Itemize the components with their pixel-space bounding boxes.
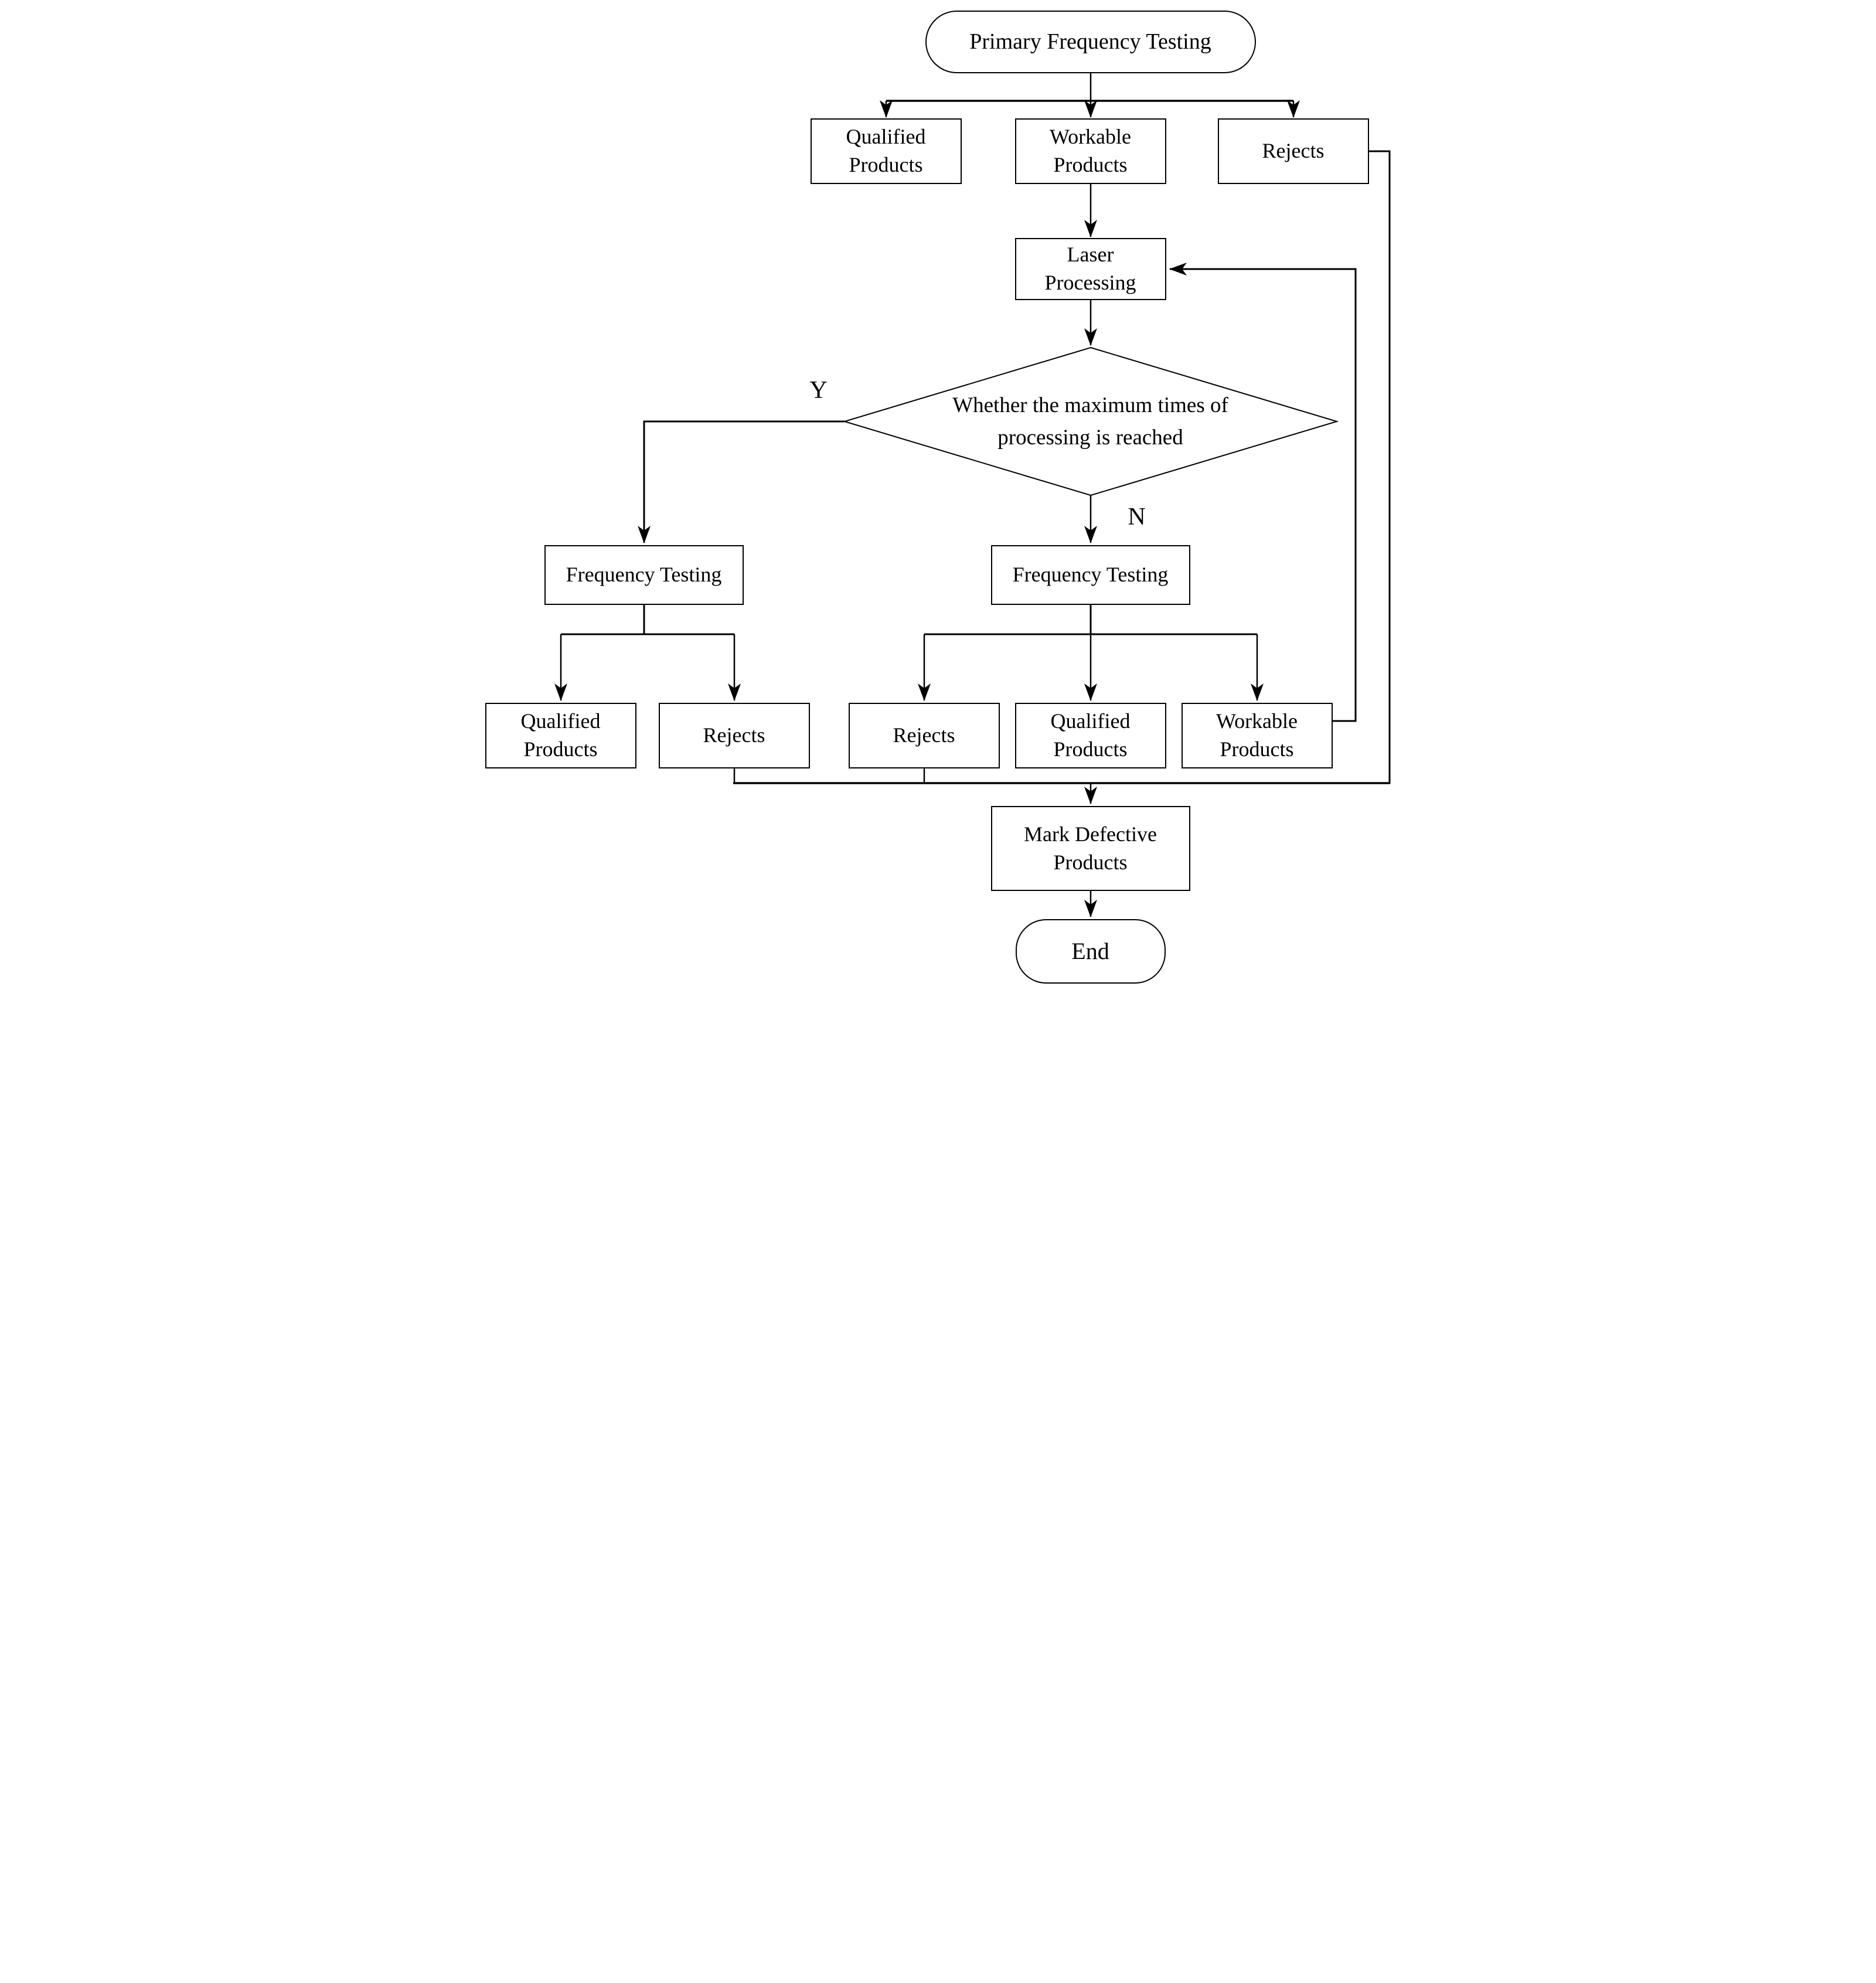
branch-label-yes: Y [795,373,842,408]
branch-label-no: N [1112,499,1162,535]
node-rejects-top: Rejects [1217,118,1369,184]
node-mark-defective-products: Mark Defective Products [990,806,1190,891]
node-workable-products-top: Workable Products [1014,118,1166,184]
node-rejects-left-label: Rejects [703,723,765,747]
node-frequency-testing-left-label: Frequency Testing [566,563,722,587]
node-qualified-products-top-label: Qualified Products [846,125,926,176]
node-workable-products-bottom-label: Workable Products [1216,709,1298,761]
branch-label-no-text: N [1128,504,1146,530]
connector-layer [554,73,1390,917]
node-workable-products-bottom: Workable Products [1181,703,1333,768]
node-qualified-products-right: Qualified Products [1014,703,1166,768]
edge-decision-yes-to-freq-left [637,420,845,543]
node-end: End [1015,919,1166,984]
branch-label-yes-text: Y [809,377,828,404]
node-primary-frequency-testing-label: Primary Frequency Testing [969,29,1211,55]
node-qualified-products-left: Qualified Products [485,703,636,768]
node-rejects-left: Rejects [658,703,810,768]
node-end-label: End [1071,937,1109,964]
node-qualified-products-left-label: Qualified Products [520,709,601,761]
node-qualified-products-right-label: Qualified Products [1050,709,1131,761]
node-frequency-testing-right: Frequency Testing [990,545,1190,605]
node-frequency-testing-right-label: Frequency Testing [1012,563,1169,587]
node-decision-label: Whether the maximum times of processing … [952,393,1228,450]
node-rejects-mid-label: Rejects [893,723,955,747]
edge-workable-loop-to-laser [1169,263,1356,722]
node-frequency-testing-left: Frequency Testing [544,545,744,605]
node-laser-processing: Laser Processing [1014,238,1166,300]
node-rejects-mid: Rejects [848,703,1000,768]
node-primary-frequency-testing: Primary Frequency Testing [925,11,1256,73]
flowchart-canvas: Primary Frequency Testing Qualified Prod… [469,0,1407,992]
node-qualified-products-top: Qualified Products [810,118,962,184]
node-workable-products-top-label: Workable Products [1049,125,1132,176]
edge-rejects-top-to-merge [1368,150,1390,784]
node-rejects-top-label: Rejects [1262,139,1325,163]
node-laser-processing-label: Laser Processing [1044,243,1136,294]
node-decision: Whether the maximum times of processing … [932,379,1249,464]
node-mark-defective-products-label: Mark Defective Products [1024,822,1157,874]
